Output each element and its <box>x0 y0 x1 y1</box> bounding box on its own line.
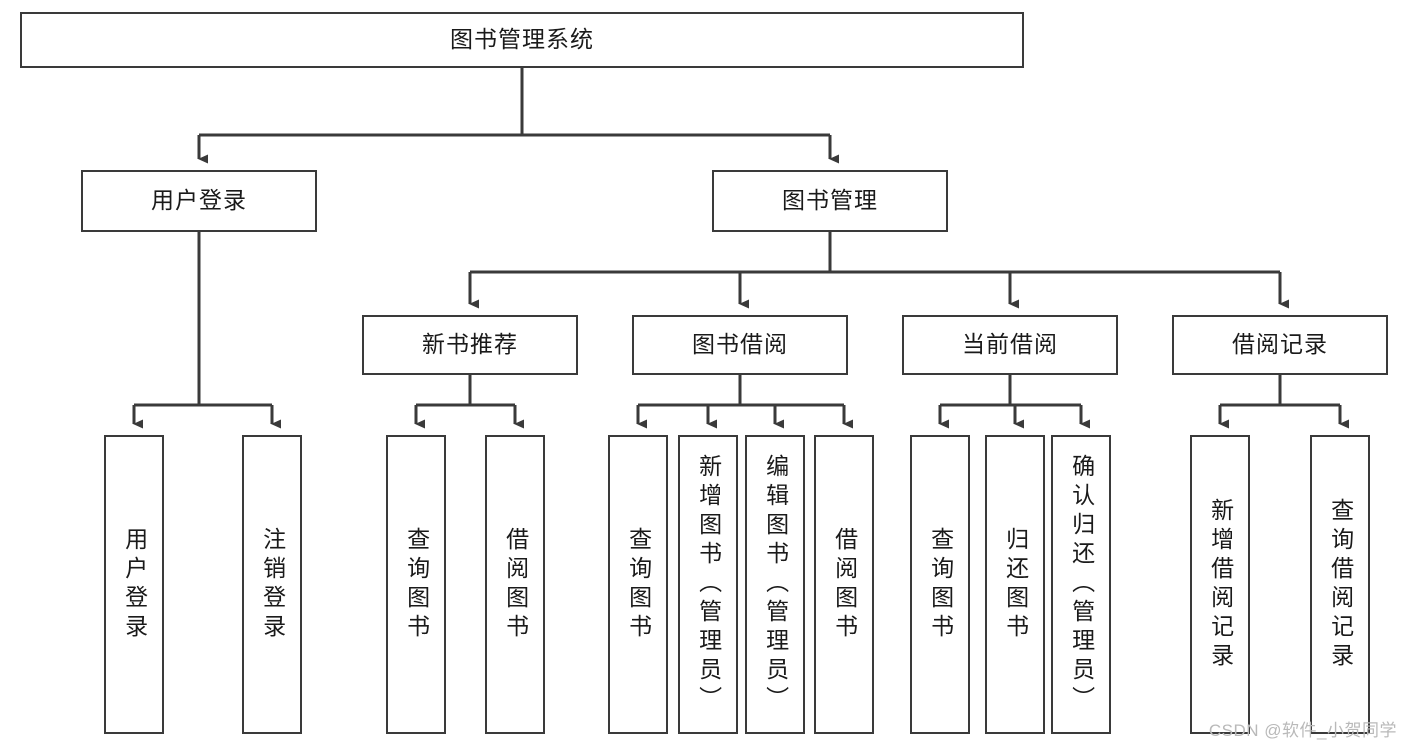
node-leaf-add-book-label: 新增图书（管理员） <box>695 454 722 715</box>
node-leaf-confirm-return-label: 确认归还（管理员） <box>1068 454 1095 715</box>
node-leaf-query-record[interactable]: 查询借阅记录 <box>1310 435 1370 734</box>
node-leaf-user-login-label: 用户登录 <box>121 526 148 643</box>
node-leaf-confirm-return[interactable]: 确认归还（管理员） <box>1051 435 1111 734</box>
node-leaf-user-login[interactable]: 用户登录 <box>104 435 164 734</box>
node-leaf-borrow-book-rec[interactable]: 借阅图书 <box>485 435 545 734</box>
node-leaf-user-logout[interactable]: 注销登录 <box>242 435 302 734</box>
node-new-book-rec[interactable]: 新书推荐 <box>362 315 578 375</box>
node-leaf-borrow-book-label: 借阅图书 <box>831 526 858 643</box>
node-leaf-add-record-label: 新增借阅记录 <box>1207 497 1234 672</box>
node-leaf-query-book-rec[interactable]: 查询图书 <box>386 435 446 734</box>
node-leaf-query-book-cur[interactable]: 查询图书 <box>910 435 970 734</box>
node-book-manage[interactable]: 图书管理 <box>712 170 948 232</box>
node-borrow-record[interactable]: 借阅记录 <box>1172 315 1388 375</box>
node-root[interactable]: 图书管理系统 <box>20 12 1024 68</box>
node-user-login-label: 用户登录 <box>151 187 247 214</box>
node-leaf-borrow-book[interactable]: 借阅图书 <box>814 435 874 734</box>
node-leaf-user-logout-label: 注销登录 <box>259 526 286 643</box>
node-new-book-rec-label: 新书推荐 <box>422 331 518 358</box>
node-leaf-edit-book[interactable]: 编辑图书（管理员） <box>745 435 805 734</box>
node-leaf-return-book[interactable]: 归还图书 <box>985 435 1045 734</box>
node-current-borrow-label: 当前借阅 <box>962 331 1058 358</box>
node-current-borrow[interactable]: 当前借阅 <box>902 315 1118 375</box>
node-leaf-edit-book-label: 编辑图书（管理员） <box>762 454 789 715</box>
node-leaf-query-book-rec-label: 查询图书 <box>403 526 430 643</box>
node-leaf-query-book-borrow[interactable]: 查询图书 <box>608 435 668 734</box>
node-leaf-add-record[interactable]: 新增借阅记录 <box>1190 435 1250 734</box>
node-book-borrow[interactable]: 图书借阅 <box>632 315 848 375</box>
node-root-label: 图书管理系统 <box>450 26 594 53</box>
node-book-manage-label: 图书管理 <box>782 187 878 214</box>
node-leaf-add-book[interactable]: 新增图书（管理员） <box>678 435 738 734</box>
node-leaf-query-book-cur-label: 查询图书 <box>927 526 954 643</box>
node-leaf-borrow-book-rec-label: 借阅图书 <box>502 526 529 643</box>
node-borrow-record-label: 借阅记录 <box>1232 331 1328 358</box>
node-user-login[interactable]: 用户登录 <box>81 170 317 232</box>
node-leaf-query-book-borrow-label: 查询图书 <box>625 526 652 643</box>
node-leaf-return-book-label: 归还图书 <box>1002 526 1029 643</box>
node-book-borrow-label: 图书借阅 <box>692 331 788 358</box>
node-leaf-query-record-label: 查询借阅记录 <box>1327 497 1354 672</box>
